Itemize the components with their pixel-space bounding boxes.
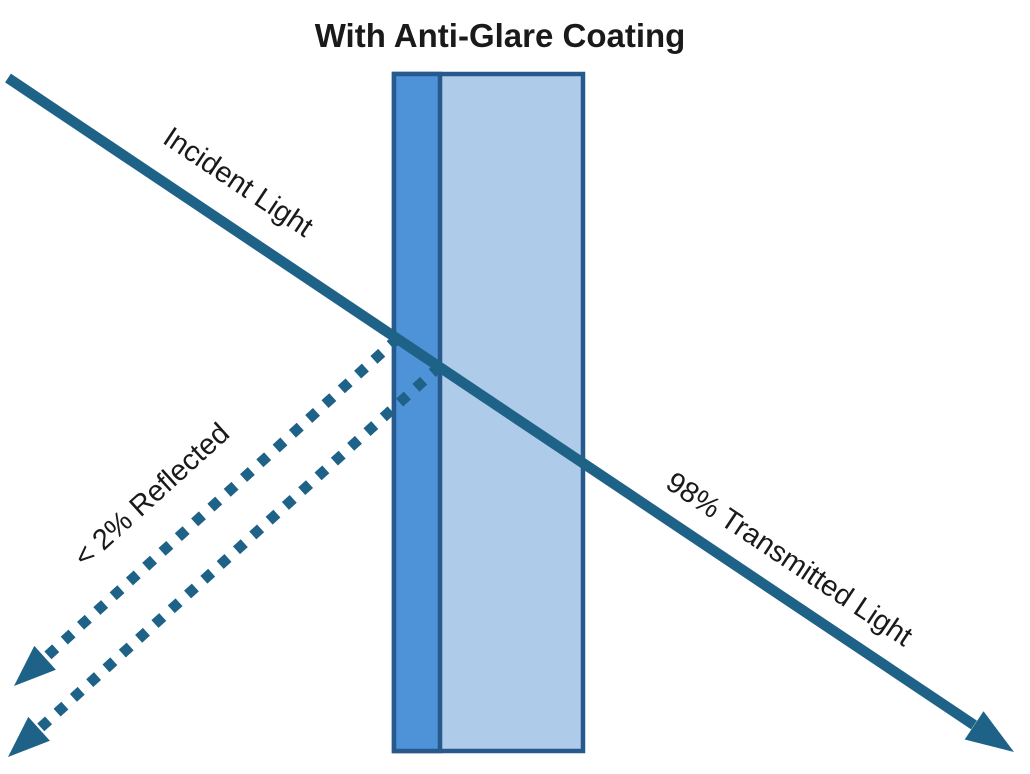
reflected-ray-line-2 [35, 362, 444, 733]
reflected-ray-interface [8, 362, 444, 757]
reflected-light-label: < 2% Reflected [68, 417, 236, 573]
reflected-arrowhead-1-icon [14, 645, 56, 686]
reflected-ray-surface [14, 334, 402, 686]
reflected-ray-line-1 [41, 334, 402, 662]
glass-panel [391, 71, 586, 754]
reflected-arrowhead-2-icon [8, 716, 50, 757]
incident-light-label: Incident Light [157, 121, 318, 243]
incident-transmitted-ray-line [5, 73, 977, 730]
transmitted-arrowhead-icon [964, 711, 1014, 752]
transmitted-light-label: 98% Transmitted Light [660, 466, 918, 653]
light-ray [5, 73, 1014, 752]
anti-glare-coating-layer [391, 71, 443, 754]
diagram-title: With Anti-Glare Coating [315, 17, 686, 54]
